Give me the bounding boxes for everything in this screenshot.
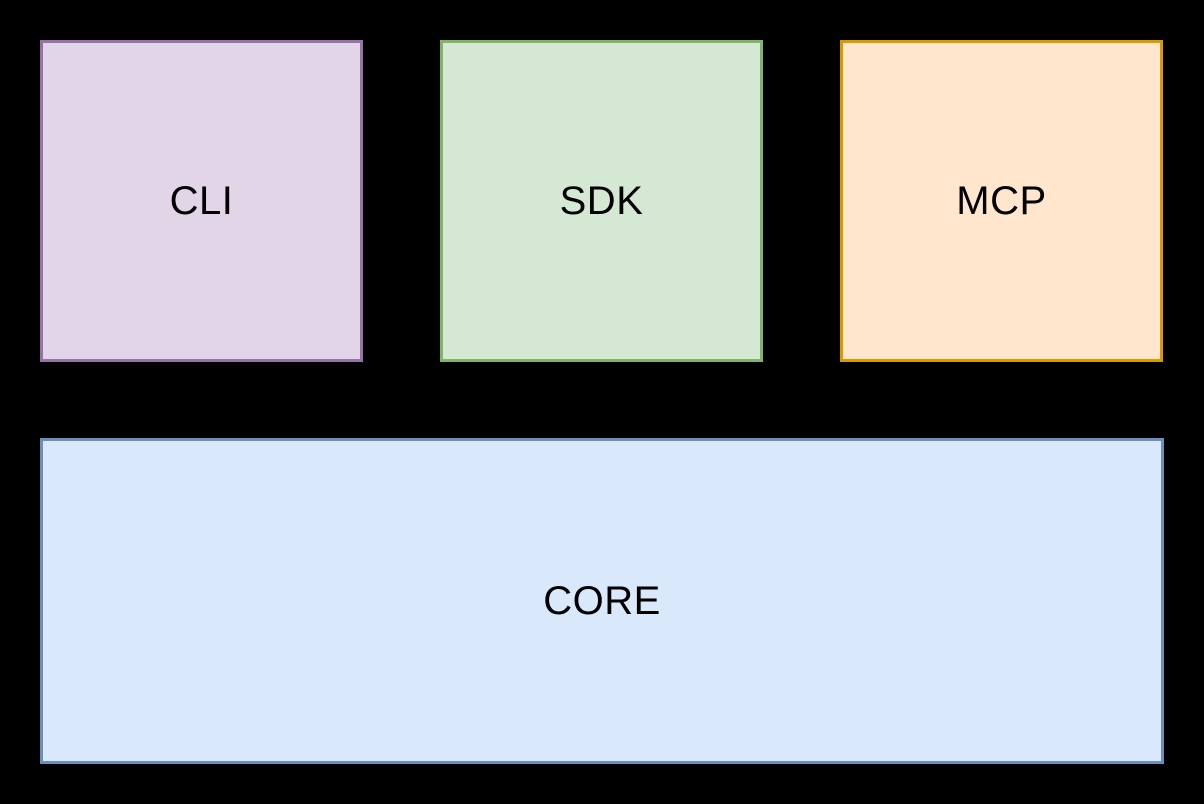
cli-box-label: CLI xyxy=(169,178,234,223)
sdk-box: SDK xyxy=(440,40,763,362)
core-box: CORE xyxy=(40,438,1164,764)
sdk-box-label: SDK xyxy=(559,178,644,223)
core-box-label: CORE xyxy=(543,578,661,623)
mcp-box: MCP xyxy=(840,40,1163,362)
mcp-box-label: MCP xyxy=(956,178,1047,223)
cli-box: CLI xyxy=(40,40,363,362)
